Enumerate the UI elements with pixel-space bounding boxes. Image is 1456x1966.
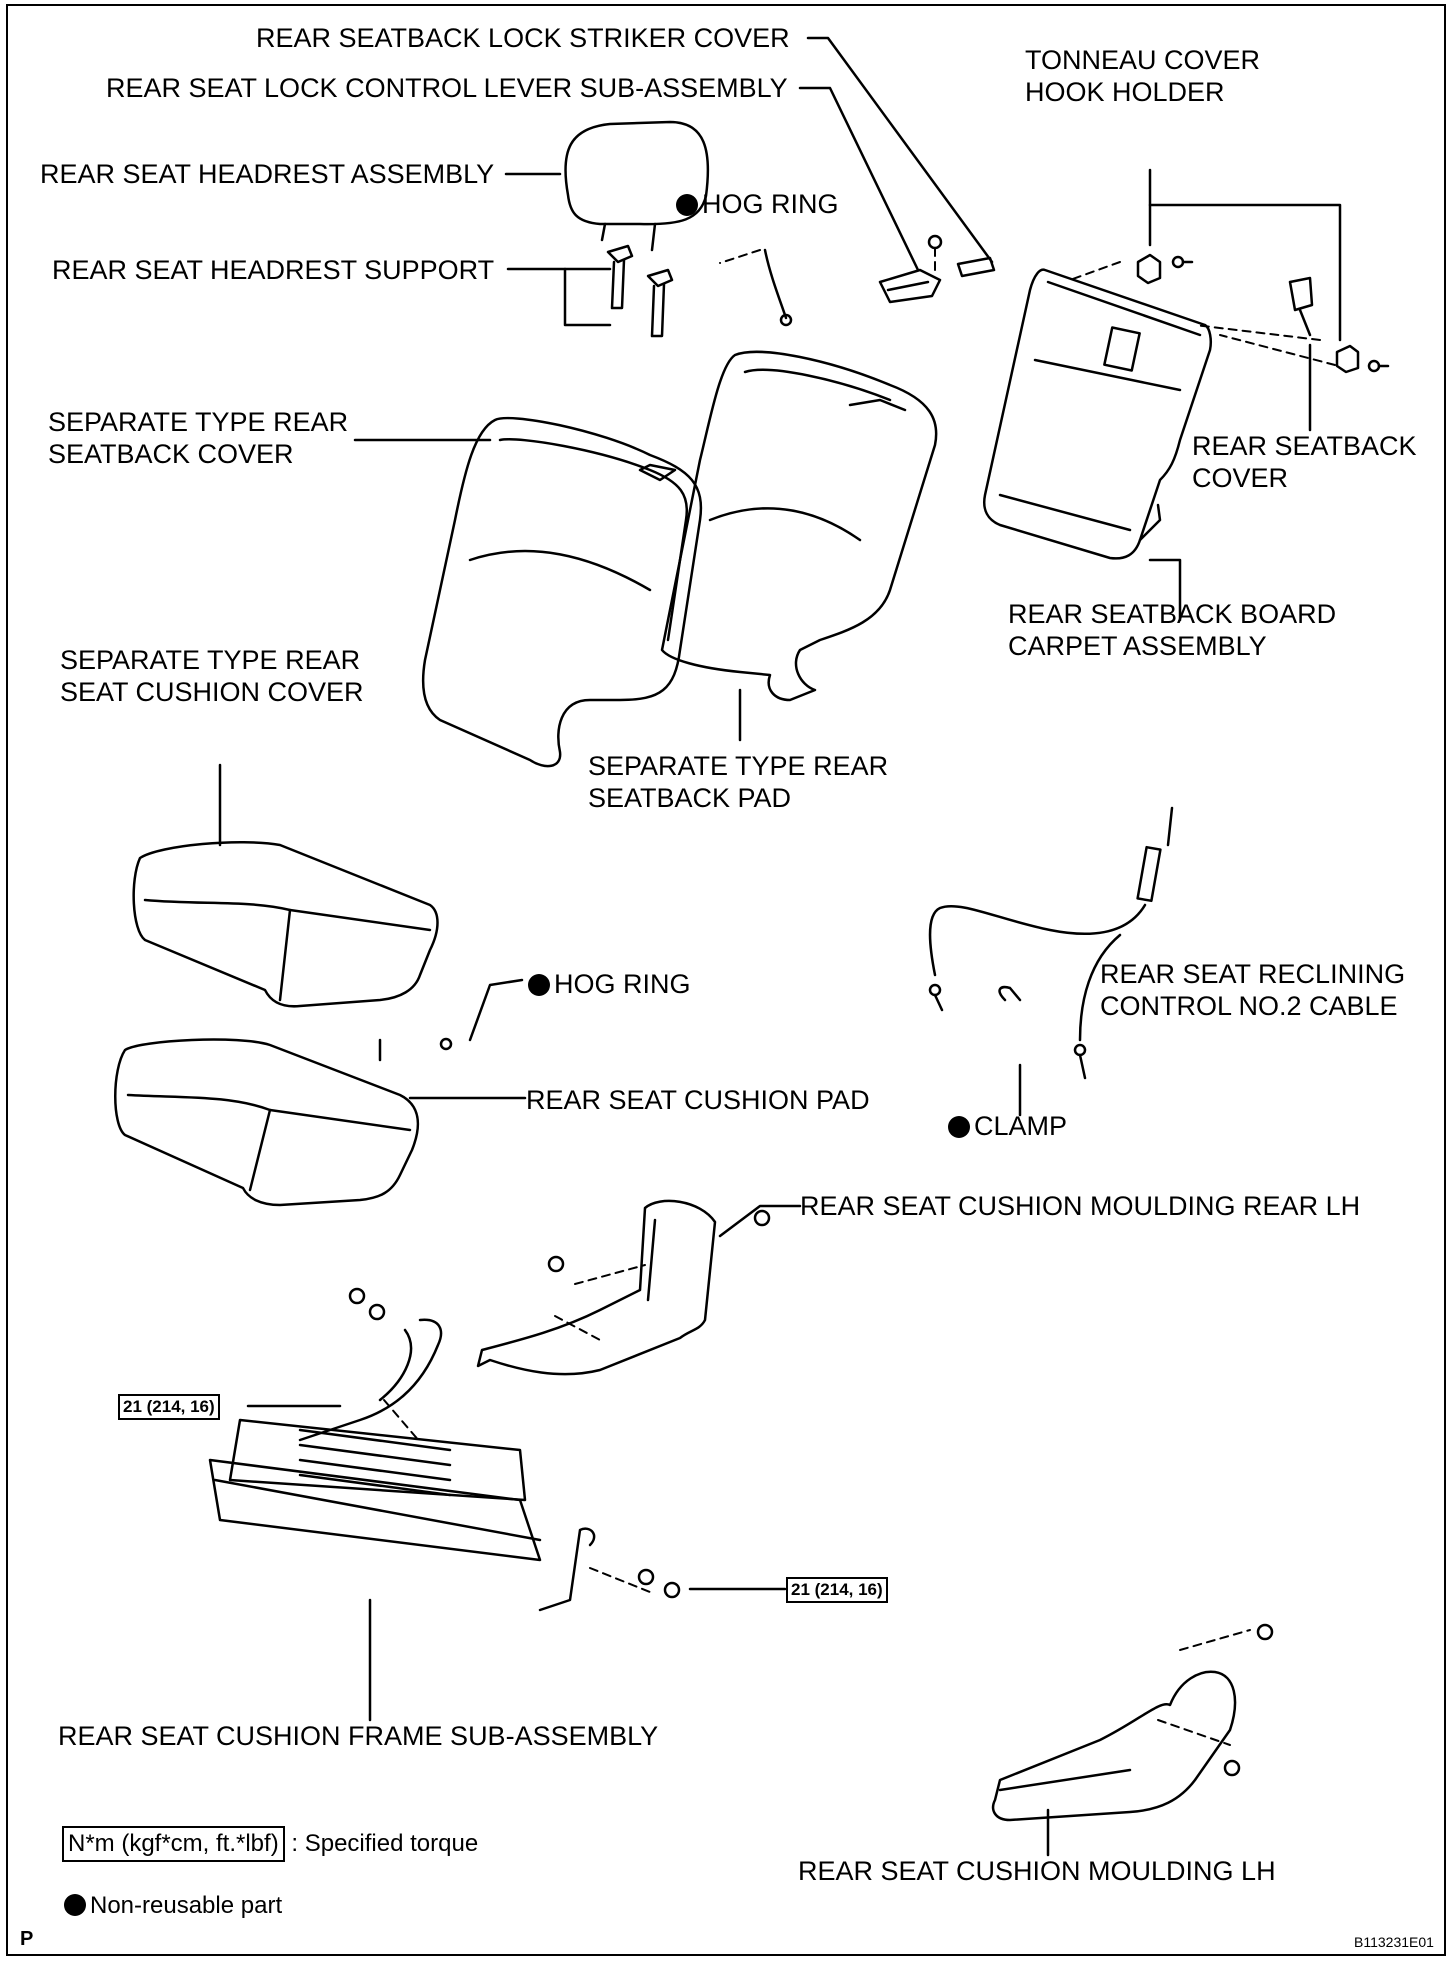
label-seatback-cover-line1: REAR SEATBACK: [1192, 431, 1417, 461]
label-tonneau-line1: TONNEAU COVER: [1025, 45, 1261, 75]
label-board-carpet-line2: CARPET ASSEMBLY: [1008, 631, 1267, 661]
frame-sub-assembly-drawing: [208, 1287, 681, 1612]
diagram-frame: [6, 4, 1446, 1956]
torque-box-left: 21 (214, 16): [118, 1394, 220, 1420]
label-clamp: CLAMP: [948, 1110, 1067, 1142]
label-tonneau-line2: HOOK HOLDER: [1025, 77, 1225, 107]
torque-box-right: 21 (214, 16): [786, 1577, 888, 1603]
legend-nonreusable-text: Non-reusable part: [90, 1892, 283, 1919]
legend-torque: N*m (kgf*cm, ft.*lbf) : Specified torque: [62, 1826, 478, 1862]
seatback-pad-drawing: [660, 350, 938, 702]
label-seatback-pad-line1: SEPARATE TYPE REAR: [588, 751, 889, 781]
label-headrest-support: REAR SEAT HEADREST SUPPORT: [52, 255, 495, 285]
label-seatback-cover-line2: COVER: [1192, 463, 1289, 493]
non-reusable-dot-icon: [948, 1116, 970, 1138]
label-moulding-rear-lh: REAR SEAT CUSHION MOULDING REAR LH: [800, 1191, 1361, 1221]
hog-ring-mid-text: HOG RING: [554, 969, 691, 999]
label-cushion-pad: REAR SEAT CUSHION PAD: [526, 1085, 870, 1115]
hook-holder-drawings: [1136, 253, 1390, 374]
label-reclining-cable-line1: REAR SEAT RECLINING: [1100, 959, 1406, 989]
label-sep-seatback-cover-line1: SEPARATE TYPE REAR: [48, 407, 349, 437]
label-cushion-cover-line2: SEAT CUSHION COVER: [60, 677, 364, 707]
headrest-support-drawing: [606, 244, 674, 338]
seatback-board-drawing: [983, 268, 1213, 560]
clamp-text: CLAMP: [974, 1111, 1068, 1141]
label-board-carpet-line1: REAR SEATBACK BOARD: [1008, 599, 1337, 629]
label-hog-ring-mid: HOG RING: [528, 968, 691, 1000]
lock-lever-drawing: [878, 234, 996, 304]
legend-nonreusable: Non-reusable part: [64, 1890, 282, 1922]
headrest-drawing: [564, 120, 710, 252]
hog-ring-drawings: [439, 248, 793, 1051]
reclining-cable-drawing: [928, 806, 1174, 1080]
label-sep-seatback-cover-line2: SEATBACK COVER: [48, 439, 294, 469]
cushion-cover-drawing: [132, 841, 439, 1062]
label-hog-ring-top: HOG RING: [676, 188, 839, 220]
non-reusable-dot-icon: [64, 1894, 86, 1916]
dashed-lines: [383, 247, 1336, 1746]
label-headrest: REAR SEAT HEADREST ASSEMBLY: [40, 159, 495, 189]
label-reclining-cable-line2: CONTROL NO.2 CABLE: [1100, 991, 1398, 1021]
legend-torque-unit: N*m (kgf*cm, ft.*lbf): [62, 1826, 285, 1862]
p-mark: P: [20, 1928, 34, 1950]
moulding-rear-lh-drawing: [476, 1199, 771, 1376]
label-seatback-pad-line2: SEATBACK PAD: [588, 783, 792, 813]
label-moulding-lh: REAR SEAT CUSHION MOULDING LH: [798, 1856, 1276, 1886]
non-reusable-dot-icon: [676, 194, 698, 216]
label-lock-lever: REAR SEAT LOCK CONTROL LEVER SUB-ASSEMBL…: [106, 73, 788, 103]
cushion-pad-drawing: [114, 1038, 420, 1207]
seatback-cover-drawing: [421, 416, 703, 768]
label-frame-sub-assembly: REAR SEAT CUSHION FRAME SUB-ASSEMBLY: [58, 1721, 659, 1751]
label-striker-cover: REAR SEATBACK LOCK STRIKER COVER: [256, 23, 790, 53]
hog-ring-top-text: HOG RING: [702, 189, 839, 219]
figure-code: B113231E01: [1354, 1934, 1434, 1950]
non-reusable-dot-icon: [528, 974, 550, 996]
moulding-lh-drawing: [991, 1623, 1274, 1822]
legend-torque-text: : Specified torque: [291, 1830, 479, 1857]
leader-lines: [218, 36, 1342, 1857]
label-cushion-cover-line1: SEPARATE TYPE REAR: [60, 645, 361, 675]
